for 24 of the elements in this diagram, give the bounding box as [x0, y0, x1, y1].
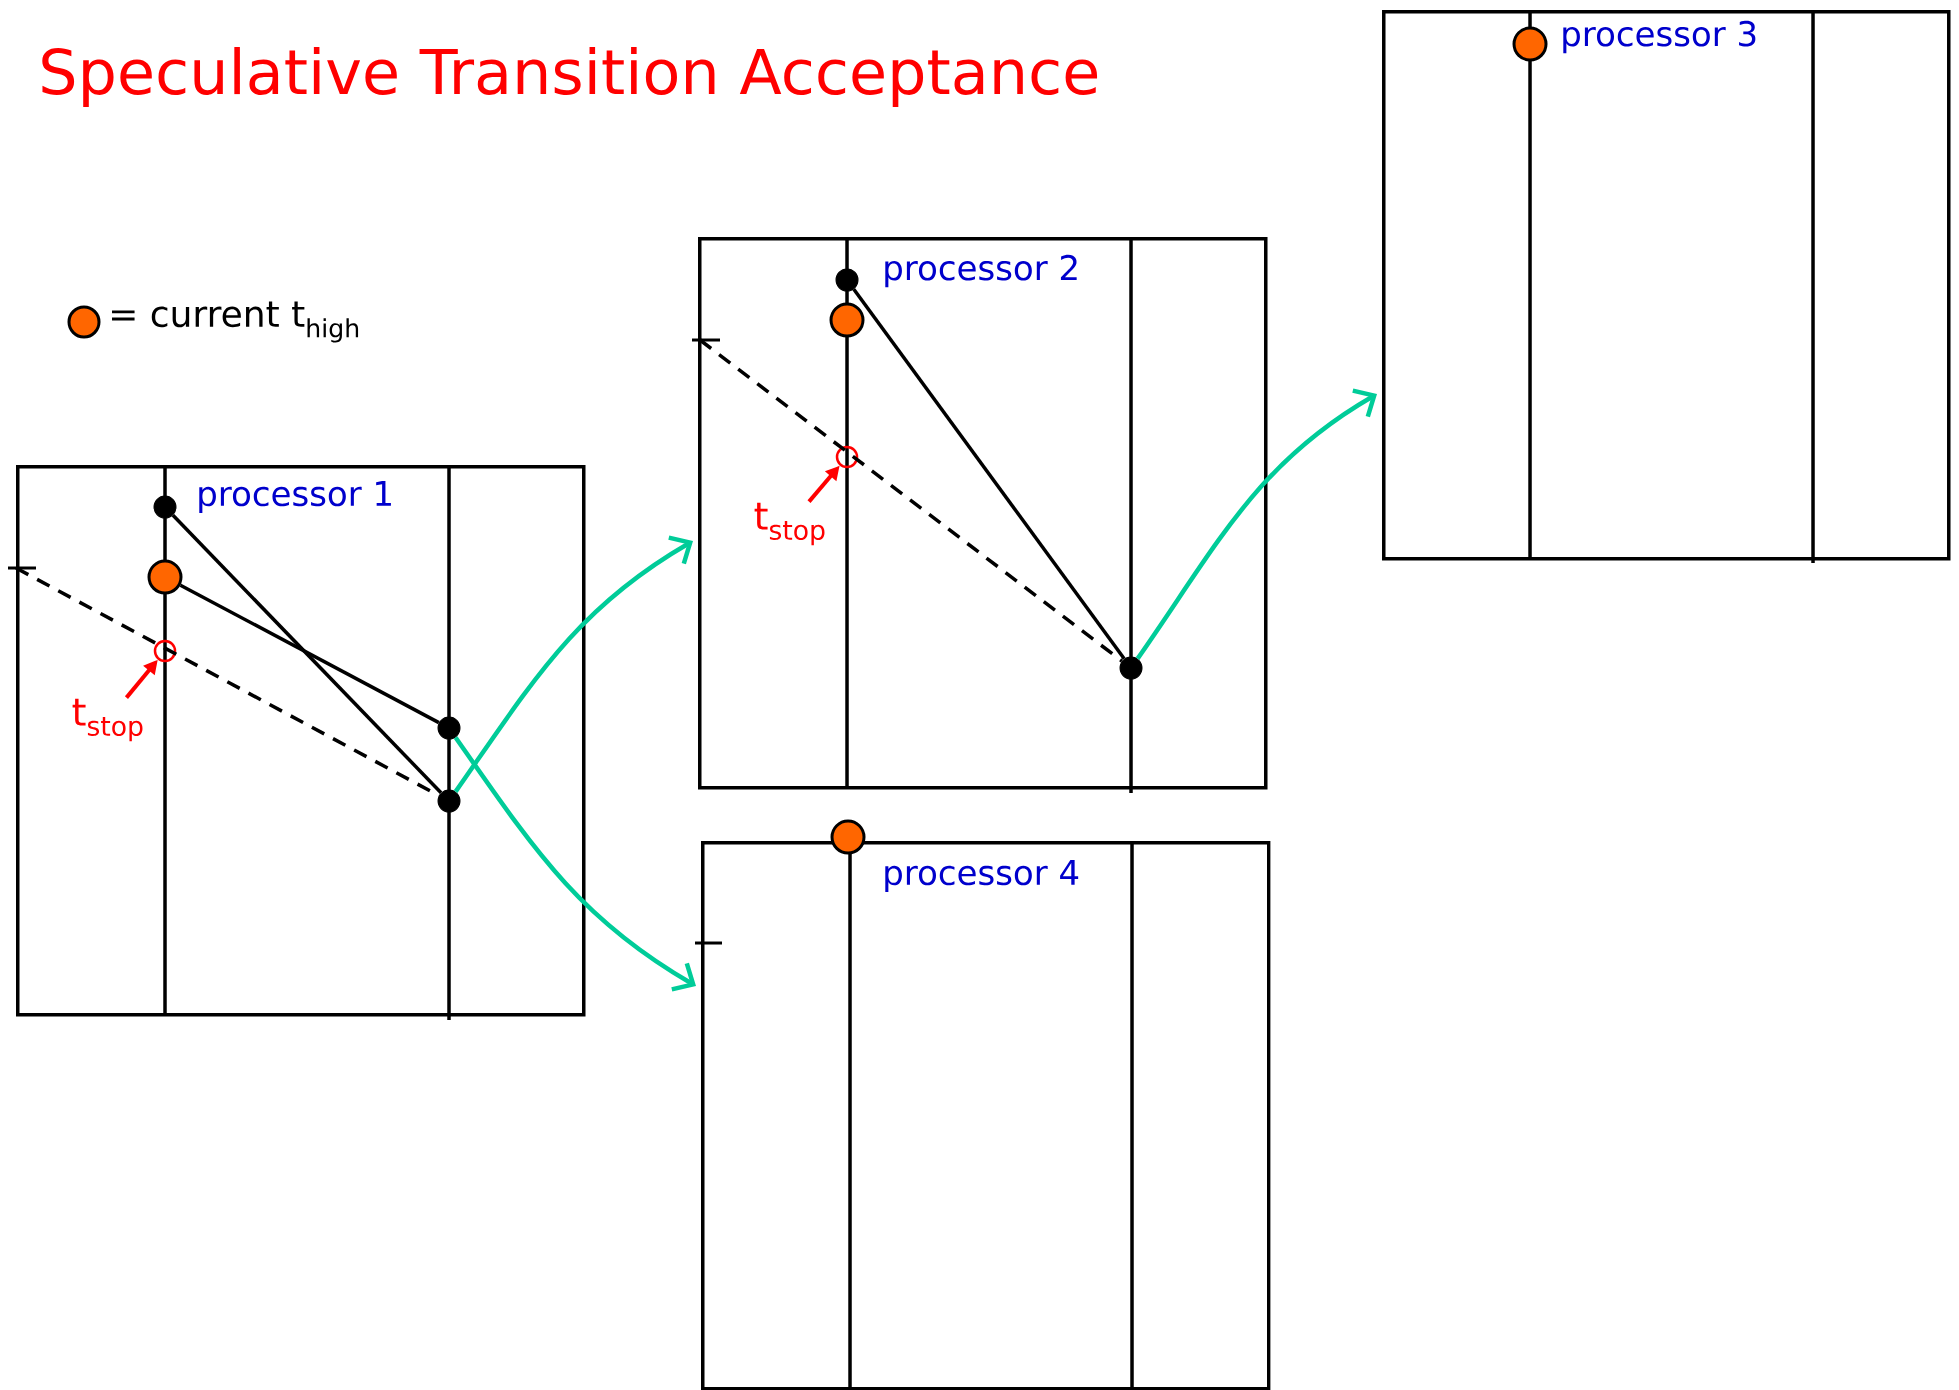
circle-marker	[829, 302, 865, 338]
legend-text: = current t$_{high}$	[112, 301, 359, 343]
circle-marker	[1512, 26, 1548, 62]
dashed-line	[698, 338, 1123, 663]
processor-box: processor 4	[701, 841, 1271, 1390]
curved-arrow	[1135, 388, 1377, 660]
filled-dot	[835, 268, 859, 292]
curved-arrow	[453, 535, 693, 793]
title: Speculative Transition Acceptance	[42, 47, 1098, 107]
circle-marker	[830, 819, 866, 855]
annotation-text: t$_{stop}$	[72, 698, 143, 742]
filled-dot	[153, 495, 177, 519]
filled-dot	[437, 716, 461, 740]
processor-box: processor 3	[1382, 10, 1951, 563]
filled-dot	[1119, 656, 1143, 680]
ring-marker	[835, 445, 859, 469]
ring-marker	[153, 639, 177, 663]
circle-marker	[147, 559, 183, 595]
line	[179, 583, 440, 725]
line	[171, 514, 443, 794]
filled-dot	[437, 789, 461, 813]
line	[852, 288, 1126, 660]
curved-arrow	[453, 736, 696, 992]
annotation-text: t$_{stop}$	[754, 502, 825, 546]
